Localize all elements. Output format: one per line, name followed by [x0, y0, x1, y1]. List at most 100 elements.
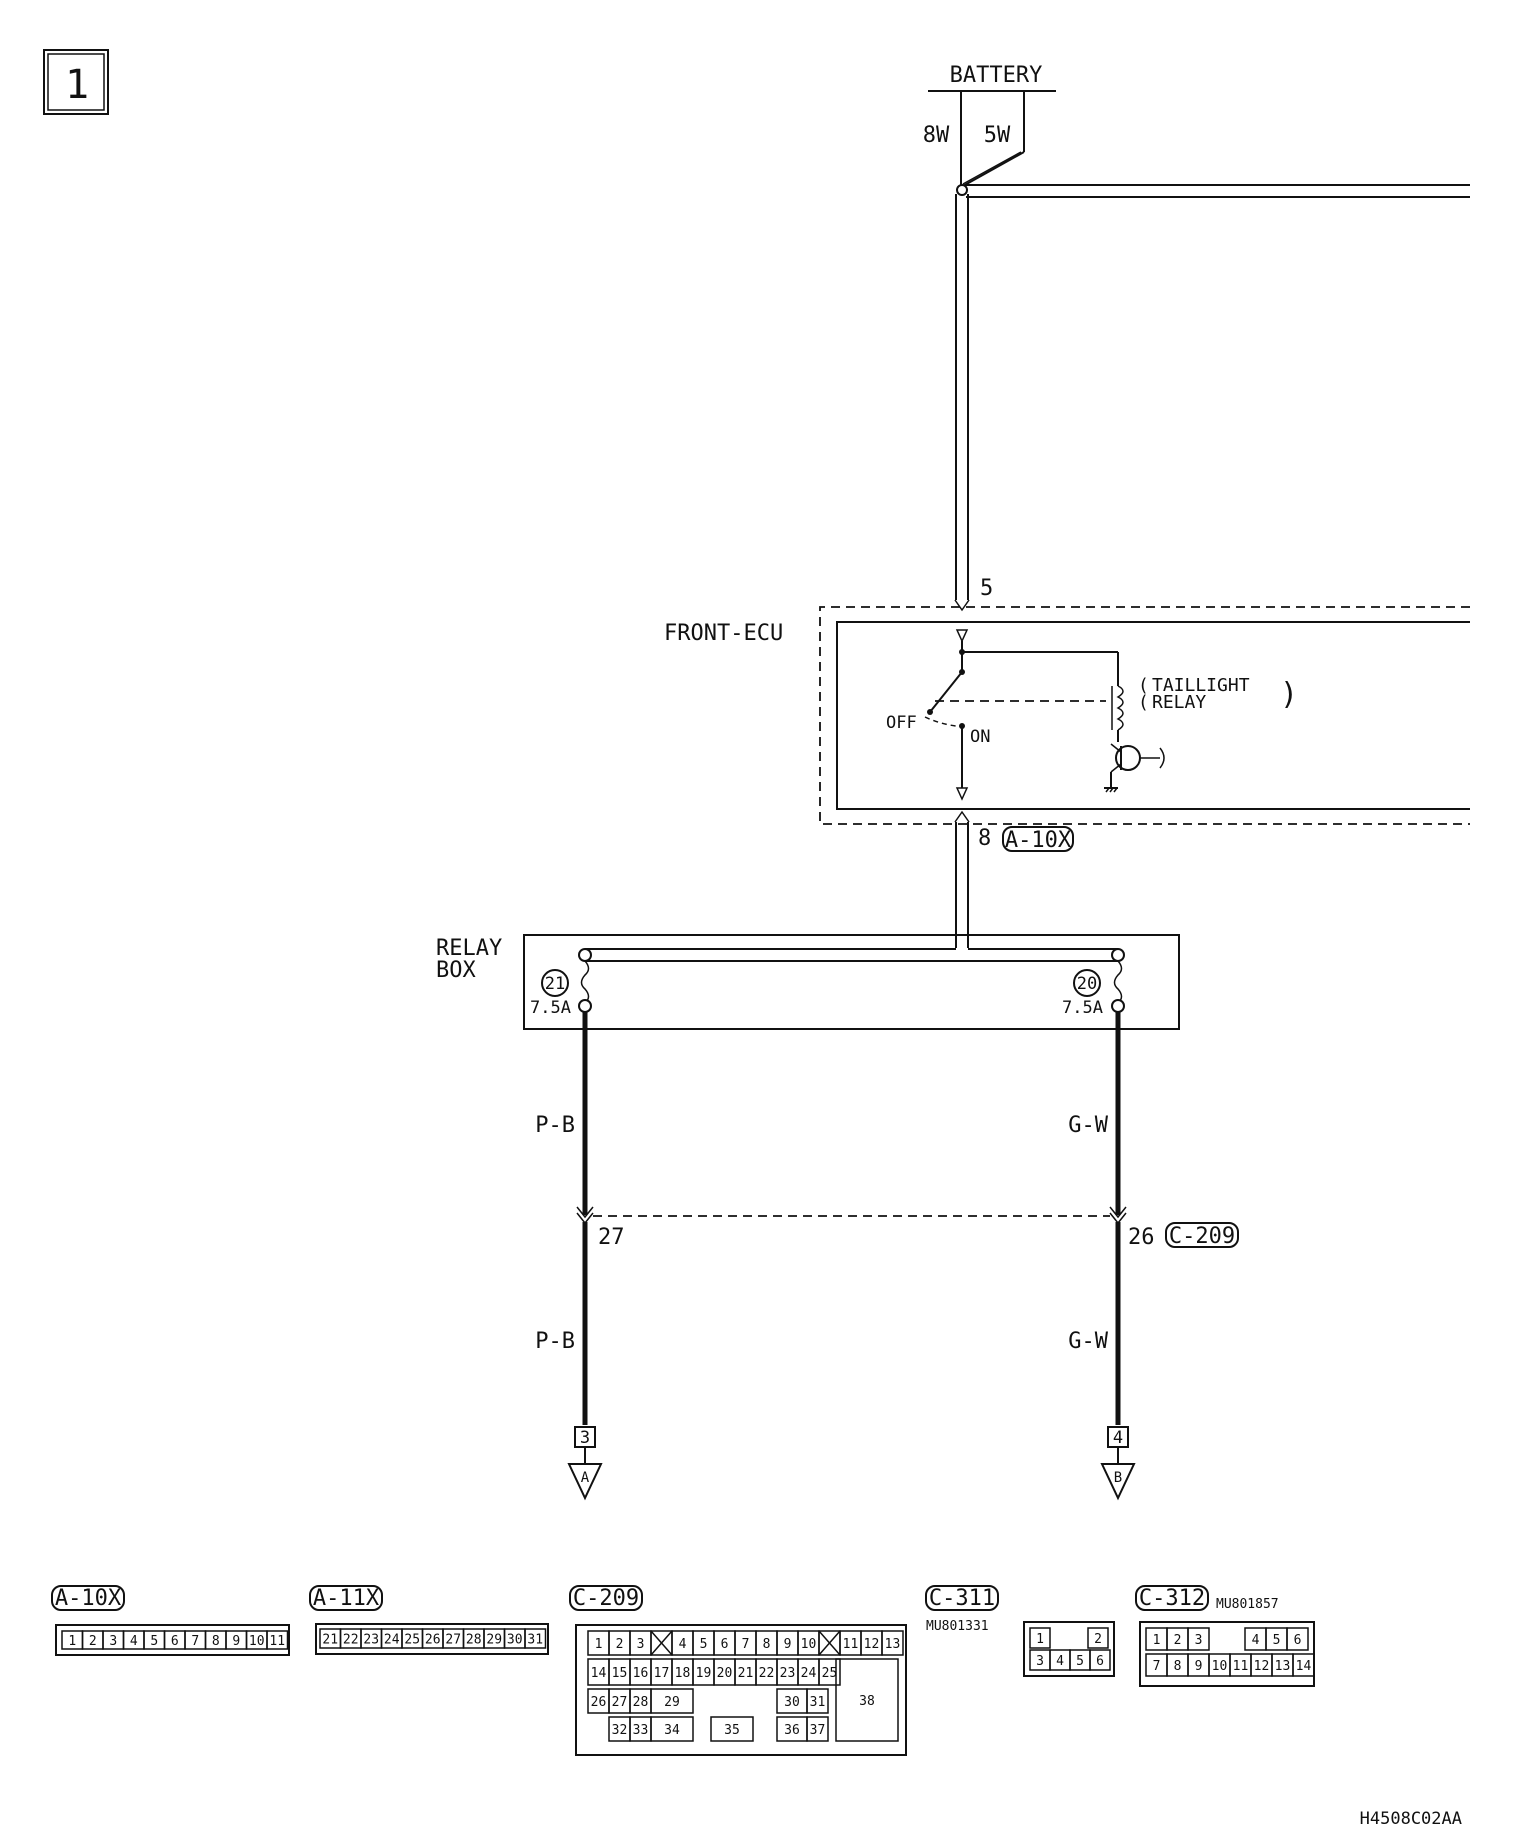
c209-pin-29: 29 — [664, 1695, 680, 1710]
switch-on-label: ON — [970, 727, 990, 747]
c209-pin-30: 30 — [784, 1695, 800, 1710]
a11x-pin-26: 26 — [425, 1633, 441, 1648]
a10x-pin-5: 5 — [150, 1634, 158, 1649]
continuation-b-ref: B — [1114, 1470, 1122, 1486]
a11x-pin-31-cell — [524, 1628, 547, 1649]
battery-label: BATTERY — [950, 63, 1043, 88]
c209-pin-20: 20 — [717, 1666, 733, 1681]
a10x-pin-4: 4 — [130, 1634, 138, 1649]
c311-pin-5: 5 — [1076, 1654, 1084, 1669]
battery: BATTERY 8W 5W — [923, 63, 1056, 187]
svg-text:): ) — [1280, 677, 1298, 712]
c312-pin-10: 10 — [1212, 1659, 1228, 1674]
c312-pin-1: 1 — [1153, 1633, 1161, 1648]
a10x-pin-7: 7 — [191, 1634, 199, 1649]
c209-pin-27: 27 — [612, 1695, 628, 1710]
c209-pin-31-cell — [806, 1688, 829, 1714]
ecu-output-connector: A-10X — [1005, 828, 1072, 853]
c209-pin-12: 12 — [864, 1637, 880, 1652]
svg-text:C-209: C-209 — [573, 1586, 639, 1611]
svg-text:A-10X: A-10X — [55, 1586, 122, 1611]
c209-pin-29-cell — [650, 1688, 694, 1714]
c209-pin-38-cell — [835, 1658, 899, 1742]
c209-pin-25-cell — [818, 1658, 841, 1686]
c311-pin-6-cell — [1089, 1649, 1111, 1671]
c209-pin-23: 23 — [780, 1666, 796, 1681]
c209-pin-7: 7 — [742, 1637, 750, 1652]
c209-pin-38: 38 — [859, 1694, 875, 1709]
c312-pin-3: 3 — [1195, 1633, 1203, 1648]
fuse-21-number: 21 — [545, 974, 565, 994]
ecu-input-pin: 5 — [980, 576, 993, 601]
connector-pin-27: 27 — [598, 1225, 625, 1250]
ecu-output-wire: 8 A-10X — [954, 810, 1074, 948]
front-ecu: FRONT-ECU OFF ON ( TAILLIGHT ( — [664, 606, 1470, 825]
c312-pin-14-cell — [1292, 1653, 1315, 1677]
c209-pin-14: 14 — [591, 1666, 607, 1681]
c209-pin-5: 5 — [700, 1637, 708, 1652]
wire-color-left-upper: P-B — [535, 1113, 575, 1138]
c209-pin-37-cell — [806, 1716, 829, 1742]
fuse-20-rating: 7.5A — [1062, 998, 1103, 1018]
svg-text:(: ( — [1138, 675, 1149, 696]
svg-text:A-11X: A-11X — [313, 1586, 380, 1611]
fuse-20-number: 20 — [1077, 974, 1097, 994]
c312-pin-14: 14 — [1296, 1659, 1312, 1674]
a11x-pin-21: 21 — [322, 1633, 338, 1648]
c209-pin-34: 34 — [664, 1723, 680, 1738]
front-ecu-label: FRONT-ECU — [664, 621, 783, 646]
fuse-21-rating: 7.5A — [530, 998, 571, 1018]
c209-pin-1: 1 — [595, 1637, 603, 1652]
c311-part-number: MU801331 — [926, 1619, 989, 1634]
c209-pin-25: 25 — [822, 1666, 838, 1681]
relay-box-label-1: RELAY — [436, 936, 502, 961]
c209-pin-8: 8 — [763, 1637, 771, 1652]
c312-pin-3-cell — [1187, 1627, 1210, 1651]
a11x-pin-22: 22 — [343, 1633, 359, 1648]
c312-pin-7: 7 — [1153, 1659, 1161, 1674]
c312-pin-8: 8 — [1174, 1659, 1182, 1674]
c311-pin-3: 3 — [1036, 1654, 1044, 1669]
c209-pin-10: 10 — [801, 1637, 817, 1652]
a11x-pin-25: 25 — [404, 1633, 420, 1648]
wire-color-right-upper: G-W — [1068, 1113, 1108, 1138]
c209-pin-35: 35 — [724, 1723, 740, 1738]
c209-pin-17: 17 — [654, 1666, 670, 1681]
c209-pin-32: 32 — [612, 1723, 628, 1738]
taillight-relay-label-1: TAILLIGHT — [1152, 675, 1250, 696]
sheet-number-box: 1 — [43, 49, 109, 115]
c209-pin-blank-blank-mark — [818, 1630, 841, 1656]
wire-color-right-lower: G-W — [1068, 1329, 1108, 1354]
a11x-pin-29: 29 — [486, 1633, 502, 1648]
c209-pin-18: 18 — [675, 1666, 691, 1681]
fusible-link-8w: 8W — [923, 123, 950, 148]
c311-pin-2: 2 — [1094, 1632, 1102, 1647]
c311-pin-1-cell — [1029, 1627, 1051, 1649]
c209-pin-19: 19 — [696, 1666, 712, 1681]
drawing-code: H4508C02AA — [1360, 1809, 1462, 1829]
continuation-a: 3 A — [567, 1426, 603, 1501]
continuation-a-ref: A — [581, 1470, 590, 1486]
main-feed-wire: 5 — [954, 184, 1470, 612]
c209-pin-4: 4 — [679, 1637, 687, 1652]
a11x-pin-27: 27 — [445, 1633, 461, 1648]
c209-pin-16: 16 — [633, 1666, 649, 1681]
c209-pin-9: 9 — [784, 1637, 792, 1652]
c312-pin-12: 12 — [1254, 1659, 1270, 1674]
taillight-relay-label-2: RELAY — [1152, 692, 1206, 713]
c311-pin-4: 4 — [1056, 1654, 1064, 1669]
ecu-output-pin: 8 — [978, 826, 991, 851]
a10x-pin-6: 6 — [171, 1634, 179, 1649]
fusible-link-5w: 5W — [984, 123, 1011, 148]
a10x-pin-2: 2 — [89, 1634, 97, 1649]
a11x-pin-24: 24 — [384, 1633, 400, 1648]
c312-pin-6: 6 — [1294, 1633, 1302, 1648]
c209-pin-6: 6 — [721, 1637, 729, 1652]
c209-pin-26: 26 — [591, 1695, 607, 1710]
sheet-number: 1 — [65, 62, 89, 108]
